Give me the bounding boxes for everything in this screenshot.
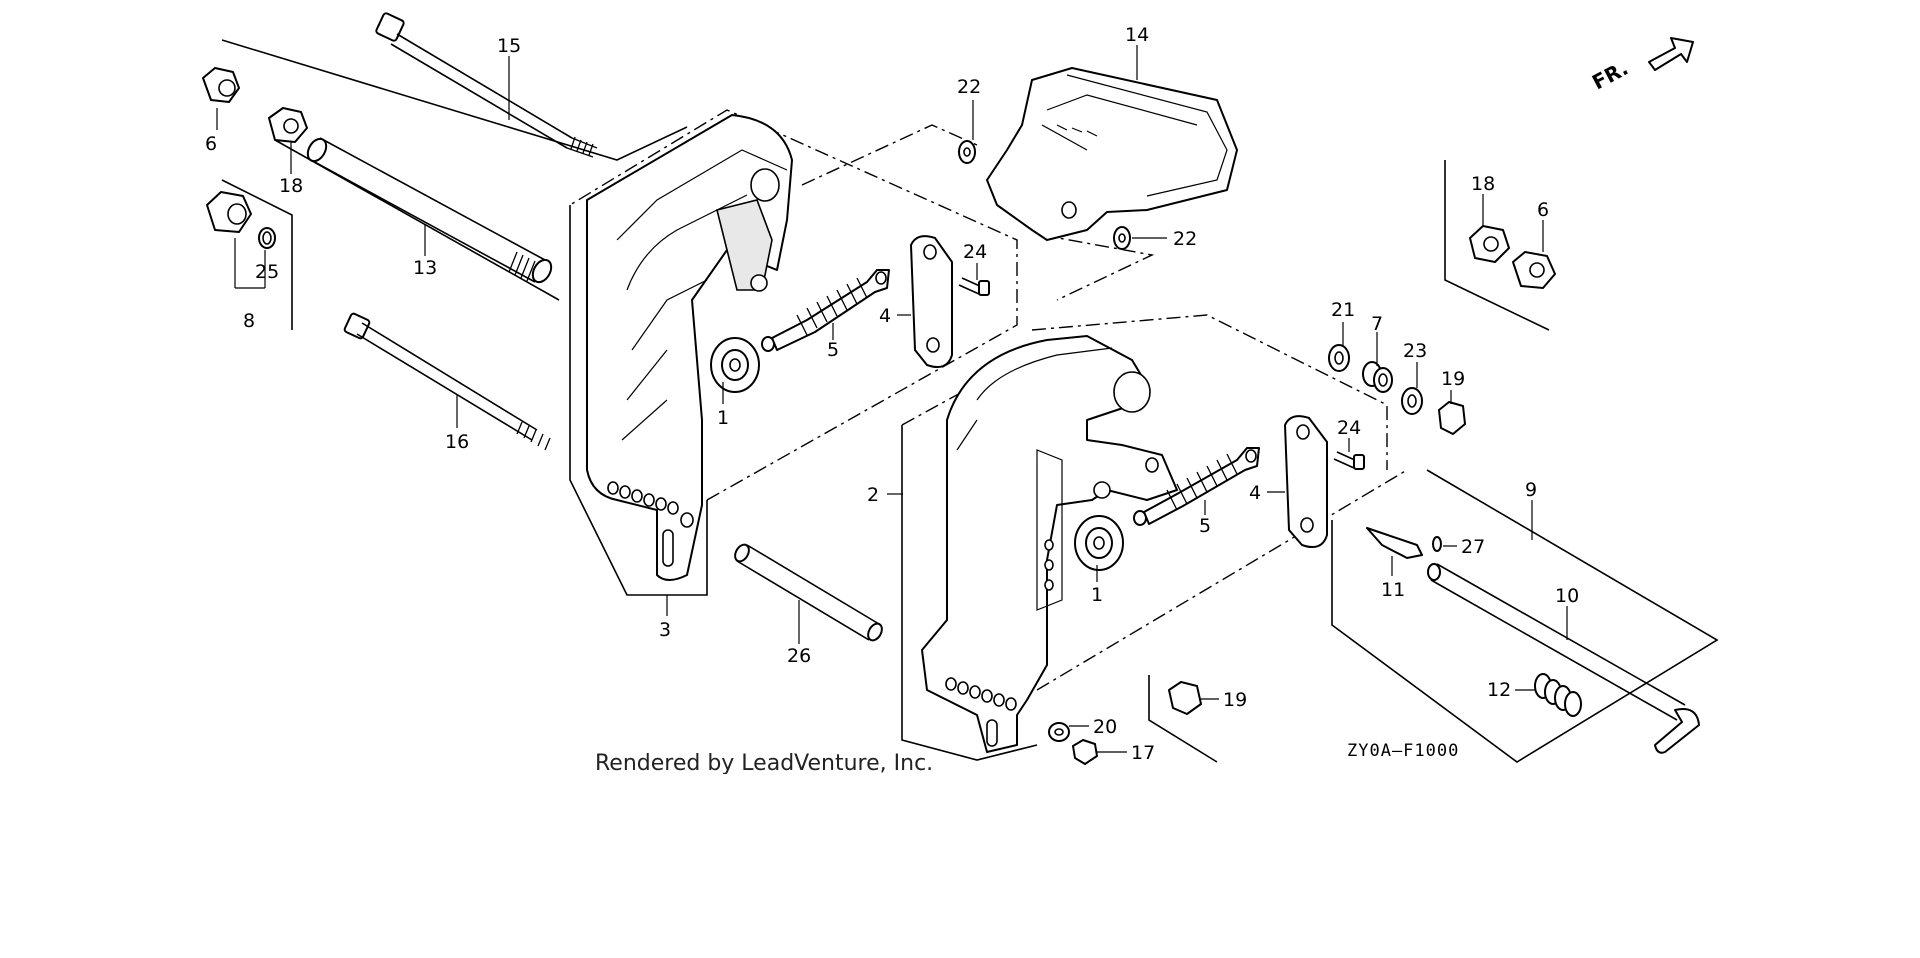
parts-diagram: FR. [202,12,1719,774]
group-frames [221,39,1719,763]
callout-8: 8 [243,310,255,332]
nut-18-left [268,107,308,143]
washer-21 [1328,344,1350,372]
callout-20: 20 [1093,716,1117,738]
nut-6-right [1512,251,1556,289]
callout-12: 12 [1487,679,1511,701]
clip-11 [1366,527,1423,559]
ring-27 [1432,536,1442,552]
footer-credit: Rendered by LeadVenture, Inc. [595,751,933,774]
callout-6-left: 6 [205,133,217,155]
front-direction-indicator: FR. [1588,37,1694,95]
nut-19-bottom [1168,681,1202,715]
callout-22-upper: 22 [957,76,981,98]
lever-4-upper [910,235,953,368]
spring-12 [1534,673,1582,717]
bolt-15 [375,12,598,158]
tube-13 [306,137,553,284]
swivel-bracket-2 [921,335,1178,753]
callout-1-lower: 1 [1091,584,1103,606]
leader-lines [216,45,1568,753]
callout-18-right: 18 [1471,173,1495,195]
bracket-3-adjust-holes [607,481,679,515]
washer-23 [1401,387,1423,415]
bolt-16 [343,312,551,451]
nut-19-right [1438,401,1466,435]
callout-10: 10 [1555,585,1579,607]
washer-22-lower [1113,226,1131,250]
stern-bracket-3 [586,114,793,581]
callout-16: 16 [445,431,469,453]
nut-6-left [202,67,240,103]
callout-3: 3 [659,619,671,641]
spring-washer-7 [1362,361,1393,393]
callout-4-upper: 4 [879,305,891,327]
callout-26: 26 [787,645,811,667]
callout-5-upper: 5 [827,339,839,361]
tilt-rod-10 [1427,563,1700,754]
diagram-code: ZY0A—F1000 [1347,741,1459,761]
knob-1-lower [1074,515,1124,571]
front-label: FR. [1588,56,1632,95]
callout-25: 25 [255,261,279,283]
callout-21: 21 [1331,299,1355,321]
rod-26 [734,543,883,642]
callout-14: 14 [1125,24,1149,46]
callout-11: 11 [1381,579,1405,601]
washer-22-upper [958,140,976,164]
callout-27: 27 [1461,536,1485,558]
callout-23: 23 [1403,340,1427,362]
callout-4-lower: 4 [1249,482,1261,504]
pin-24-upper [958,277,990,296]
callout-5-lower: 5 [1199,515,1211,537]
handle-14 [986,67,1238,241]
washer-20 [1048,722,1070,742]
callout-24-upper: 24 [963,241,987,263]
knob-1-upper [710,337,760,393]
callout-9: 9 [1525,479,1537,501]
pin-24-lower [1333,451,1365,470]
nut-17 [1072,739,1098,765]
callout-15: 15 [497,35,521,57]
screw-5-lower [1133,447,1260,526]
callout-19-right: 19 [1441,368,1465,390]
callout-2: 2 [867,484,879,506]
parts-diagram-stage: FR. [187,0,1733,774]
callout-7: 7 [1371,313,1383,335]
screw-5-upper [761,269,890,352]
callout-19-bottom: 19 [1223,689,1247,711]
callouts: 15 6 18 13 25 8 16 3 26 1 5 4 24 22 14 2… [205,24,1579,764]
nut-18-right [1469,225,1510,263]
callout-6-right: 6 [1537,199,1549,221]
callout-24-lower: 24 [1337,417,1361,439]
bracket-2-adjust-holes [945,677,1017,711]
lever-4-lower [1284,415,1328,548]
callout-13: 13 [413,257,437,279]
callout-17: 17 [1131,742,1155,764]
callout-1-upper: 1 [717,407,729,429]
callout-18-left: 18 [279,175,303,197]
callout-22-lower: 22 [1173,228,1197,250]
nut-8-left [206,191,276,249]
